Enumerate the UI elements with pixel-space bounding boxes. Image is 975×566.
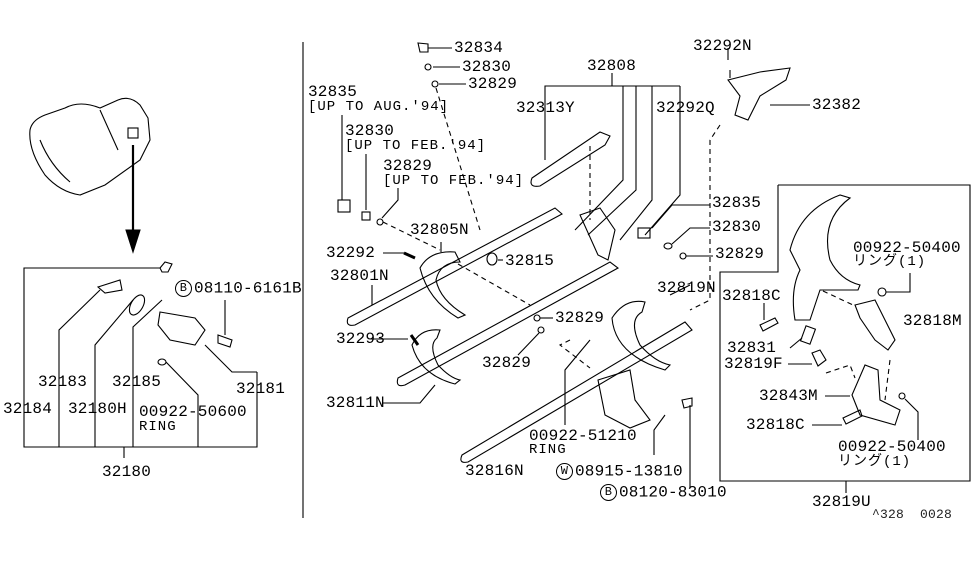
transmission-housing: [29, 97, 151, 196]
label-32801n: 32801N: [330, 267, 389, 285]
bolt-marker: B: [175, 280, 192, 297]
bracket-upper: [579, 207, 616, 261]
label-32313y: 32313Y: [516, 99, 575, 117]
ring-text-a: リング(1): [853, 254, 927, 270]
ring-code-00922-50400-b: 00922-50400: [838, 438, 946, 456]
label-32292q: 32292Q: [656, 99, 715, 117]
label-32831: 32831: [727, 339, 777, 357]
label-32818c-a: 32818C: [722, 287, 781, 305]
left-assembly-frame: [23, 261, 258, 458]
label-32830-top: 32830: [462, 58, 512, 76]
fork-32811n: [411, 329, 462, 385]
label-32819n: 32819N: [657, 279, 716, 297]
label-32382: 32382: [812, 96, 862, 114]
label-32808: 32808: [587, 57, 637, 75]
label-32183: 32183: [38, 373, 88, 391]
shaft-32816n: [460, 321, 693, 463]
note-up-to-feb-94: [UP TO FEB.'94]: [345, 138, 487, 154]
label-32834: 32834: [454, 39, 504, 57]
shaft-32313y: [530, 131, 611, 187]
diagram-code: ^328 0028: [872, 507, 953, 522]
middle-leaders: [337, 42, 810, 488]
label-32811n: 32811N: [326, 394, 385, 412]
arrow-head: [125, 229, 141, 254]
label-32843m: 32843M: [759, 387, 818, 405]
label-32829-c: 32829: [715, 245, 765, 263]
shaft-32811n: [396, 261, 620, 387]
label-32815: 32815: [505, 252, 555, 270]
bolt-code: 08110-6161B: [194, 279, 302, 298]
note-up-to-aug-94: [UP TO AUG.'94]: [308, 99, 450, 115]
label-32185: 32185: [112, 373, 162, 391]
ring-text: RING: [529, 442, 567, 458]
ring-text-b: リング(1): [838, 454, 912, 470]
label-32829-b: 32829: [482, 354, 532, 372]
ring-code-00922-50400-a: 00922-50400: [853, 239, 961, 257]
label-32181: 32181: [236, 380, 286, 398]
label-32292n: 32292N: [693, 37, 752, 55]
label-32829-a: 32829: [555, 309, 605, 327]
label-32829-top: 32829: [468, 75, 518, 93]
part-32382: [727, 67, 791, 121]
label-32292: 32292: [326, 244, 376, 262]
label-32180h: 32180H: [68, 400, 127, 418]
bolt-code: 08120-83010: [619, 483, 727, 502]
label-32835: 32835: [712, 194, 762, 212]
fork-32819n: [611, 300, 672, 371]
label-32830-early: 32830: [345, 122, 395, 140]
bolt-marker: B: [600, 484, 617, 501]
fork-32819u: [789, 194, 861, 321]
label-32818c-b: 32818C: [746, 416, 805, 434]
label-32835-early: 32835: [308, 83, 358, 101]
fork-32805n: [419, 251, 467, 319]
ring-code-00922-51210: 00922-51210: [529, 427, 637, 445]
label-32819u: 32819U: [812, 493, 871, 511]
label-32816n: 32816N: [465, 462, 524, 480]
label-32819f: 32819F: [724, 355, 783, 373]
ring-text: RING: [139, 419, 177, 435]
lever-32818m: [854, 299, 896, 351]
shaft-32801n: [346, 207, 563, 326]
label-32829-early: 32829: [383, 157, 433, 175]
label-32830: 32830: [712, 218, 762, 236]
label-32180: 32180: [102, 463, 152, 481]
note-up-to-feb-94: [UP TO FEB.'94]: [383, 173, 525, 189]
label-32818m: 32818M: [903, 312, 962, 330]
ring-code-00922-50600: 00922-50600: [139, 403, 247, 421]
washer-code: 08915-13810: [575, 462, 683, 481]
lever-32843m: [851, 364, 901, 426]
label-32184: 32184: [3, 400, 53, 418]
washer-marker: W: [556, 463, 573, 480]
label-32805n: 32805N: [410, 221, 469, 239]
bracket-lower: [597, 369, 651, 429]
label-32293: 32293: [336, 330, 386, 348]
right-assembly-frame: [719, 184, 971, 493]
